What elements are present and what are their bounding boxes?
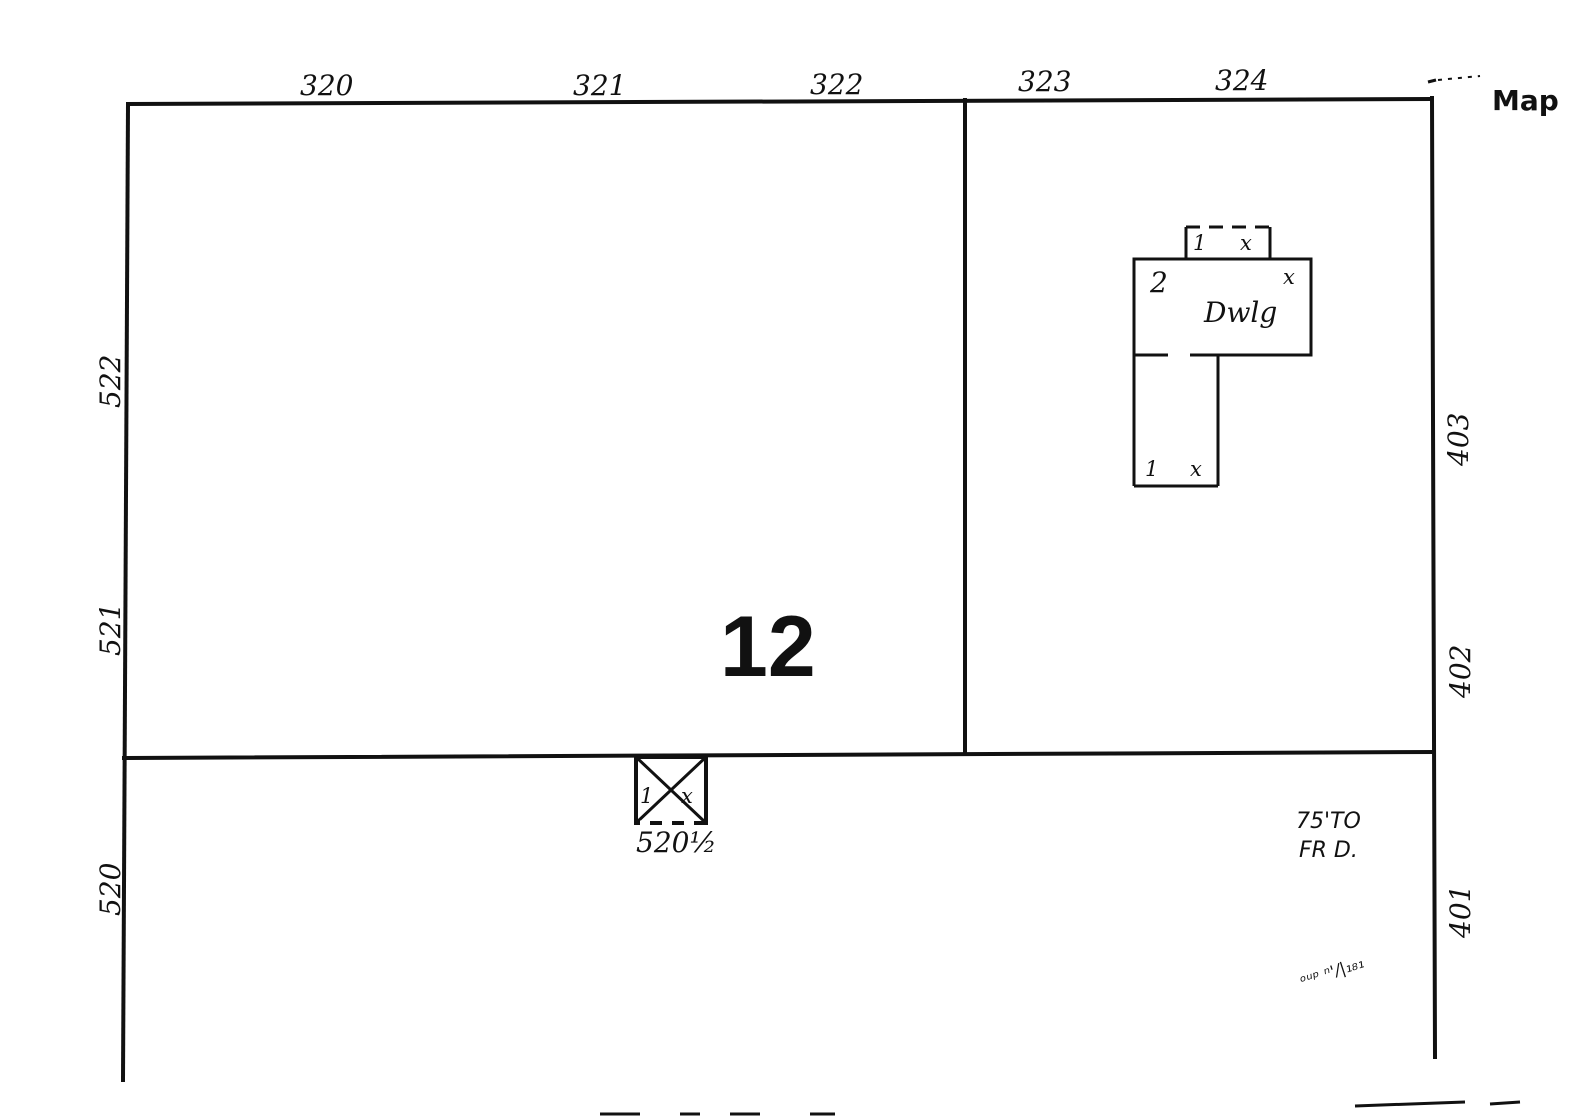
street-number: 401 <box>1444 885 1477 939</box>
outbuilding-stories: 1 <box>640 784 653 808</box>
street-number: 520 <box>94 863 127 916</box>
middle-lot-line <box>121 749 1437 761</box>
porch-stories: 1 <box>1193 231 1206 255</box>
right-boundary-line <box>1429 95 1438 1060</box>
street-number: 324 <box>1215 64 1268 97</box>
dwelling-main-block <box>1132 257 1313 357</box>
street-number: 320 <box>300 69 353 102</box>
dwelling-stories: 2 <box>1149 266 1168 299</box>
street-number: 402 <box>1444 645 1477 699</box>
street-number: 521 <box>94 603 127 656</box>
block-number: 12 <box>720 599 816 695</box>
street-number: 321 <box>573 69 626 102</box>
wing-mark: x <box>1190 457 1202 481</box>
corner-dash <box>1437 75 1481 81</box>
outbuilding-mark: x <box>681 784 693 808</box>
top-street-numbers: 320 321 322 323 324 <box>300 64 1268 102</box>
left-boundary-line <box>120 101 131 1083</box>
outbuilding-cross-b <box>634 755 708 825</box>
dwelling: 2 x Dwlg 1 x 1 x <box>1132 225 1313 488</box>
right-street-numbers: 403 402 401 <box>1442 413 1477 939</box>
corner-tick <box>1427 78 1437 84</box>
distance-note-line2: FR D. <box>1299 838 1358 863</box>
street-number: 323 <box>1018 65 1071 98</box>
distance-note-line1: 75'TO <box>1296 809 1361 834</box>
dwelling-label: Dwlg <box>1203 296 1277 329</box>
street-number: 403 <box>1442 413 1475 467</box>
outbuilding-address: 520½ <box>636 826 717 859</box>
wing-gap <box>1168 352 1190 359</box>
outbuilding: 1 x 520½ <box>634 755 717 859</box>
handwritten-scribble: ᵒᵘᵖ ⁿ'/|₁₈₁ <box>1298 953 1366 991</box>
block-outline <box>120 75 1481 1083</box>
bottom-edge-marks <box>600 1100 1521 1116</box>
wing-stories: 1 <box>1145 457 1158 481</box>
left-street-numbers: 522 521 520 <box>94 355 127 916</box>
porch-mark: x <box>1240 231 1252 255</box>
street-number: 322 <box>810 68 863 101</box>
dwelling-mark: x <box>1283 265 1295 289</box>
top-boundary-line <box>125 96 1433 107</box>
street-number: 522 <box>94 355 127 408</box>
map-title: Map <box>1492 84 1559 117</box>
